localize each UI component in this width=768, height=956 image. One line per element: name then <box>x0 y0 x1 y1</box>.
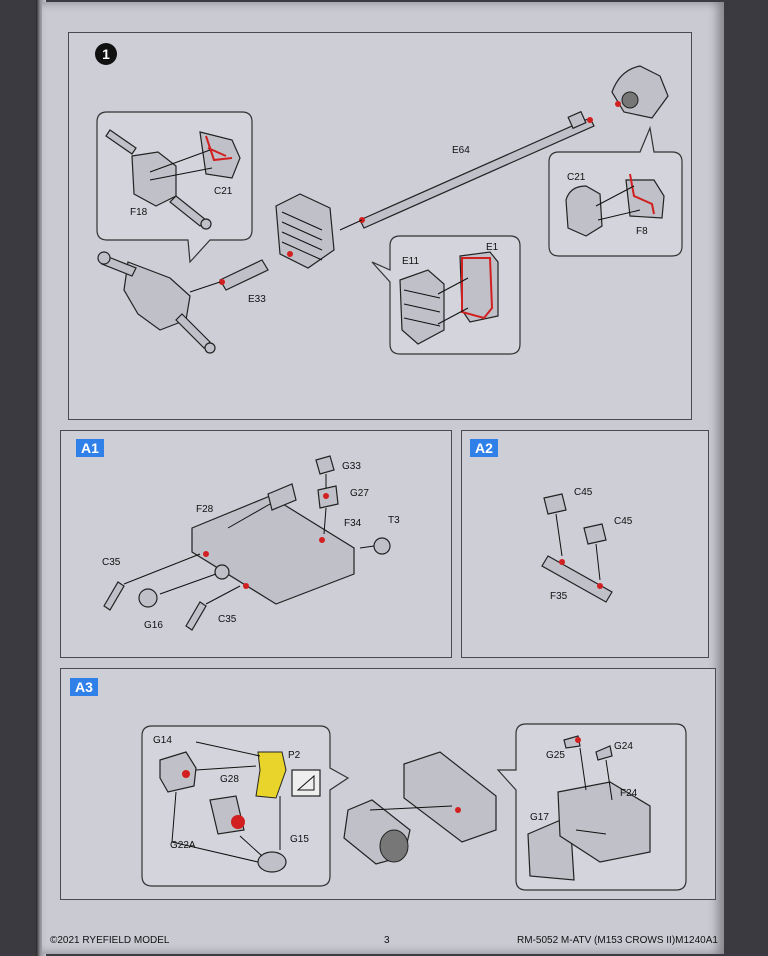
label-g17: G17 <box>530 812 549 823</box>
label-p2: P2 <box>288 750 301 761</box>
page-binding-shadow <box>36 0 46 956</box>
label-g15: G15 <box>290 834 309 845</box>
subassembly-a1-badge: A1 <box>76 439 104 457</box>
label-g24: G24 <box>614 741 633 752</box>
label-g16: G16 <box>144 620 163 631</box>
subassembly-a2-badge: A2 <box>470 439 498 457</box>
label-e33: E33 <box>248 294 266 305</box>
label-f18: F18 <box>130 207 148 218</box>
label-g25: G25 <box>546 750 565 761</box>
subassembly-a3-badge: A3 <box>70 678 98 696</box>
label-f24: F24 <box>620 788 638 799</box>
footer-model-name: RM-5052 M-ATV (M153 CROWS II)M1240A1 <box>517 935 718 946</box>
label-e1: E1 <box>486 242 499 253</box>
label-t3: T3 <box>388 515 400 526</box>
subassembly-a2-panel <box>461 430 709 658</box>
footer-page-number: 3 <box>384 935 390 946</box>
label-g22a: G22A <box>170 840 196 851</box>
step-number-badge: 1 <box>95 43 117 65</box>
label-c45-bottom: C45 <box>614 516 633 527</box>
label-c21-left: C21 <box>214 186 233 197</box>
label-c35-left: C35 <box>102 557 121 568</box>
label-f34: F34 <box>344 518 362 529</box>
label-g14: G14 <box>153 735 172 746</box>
label-g33: G33 <box>342 461 361 472</box>
label-f35: F35 <box>550 591 568 602</box>
label-e64: E64 <box>452 145 470 156</box>
label-e11: E11 <box>402 256 420 267</box>
label-g28: G28 <box>220 774 239 785</box>
label-c35-right: C35 <box>218 614 237 625</box>
label-f8: F8 <box>636 226 648 237</box>
label-c45-top: C45 <box>574 487 593 498</box>
label-g27: G27 <box>350 488 369 499</box>
label-f28: F28 <box>196 504 214 515</box>
label-c21-right: C21 <box>567 172 586 183</box>
footer-copyright: ©2021 RYEFIELD MODEL <box>50 935 170 946</box>
